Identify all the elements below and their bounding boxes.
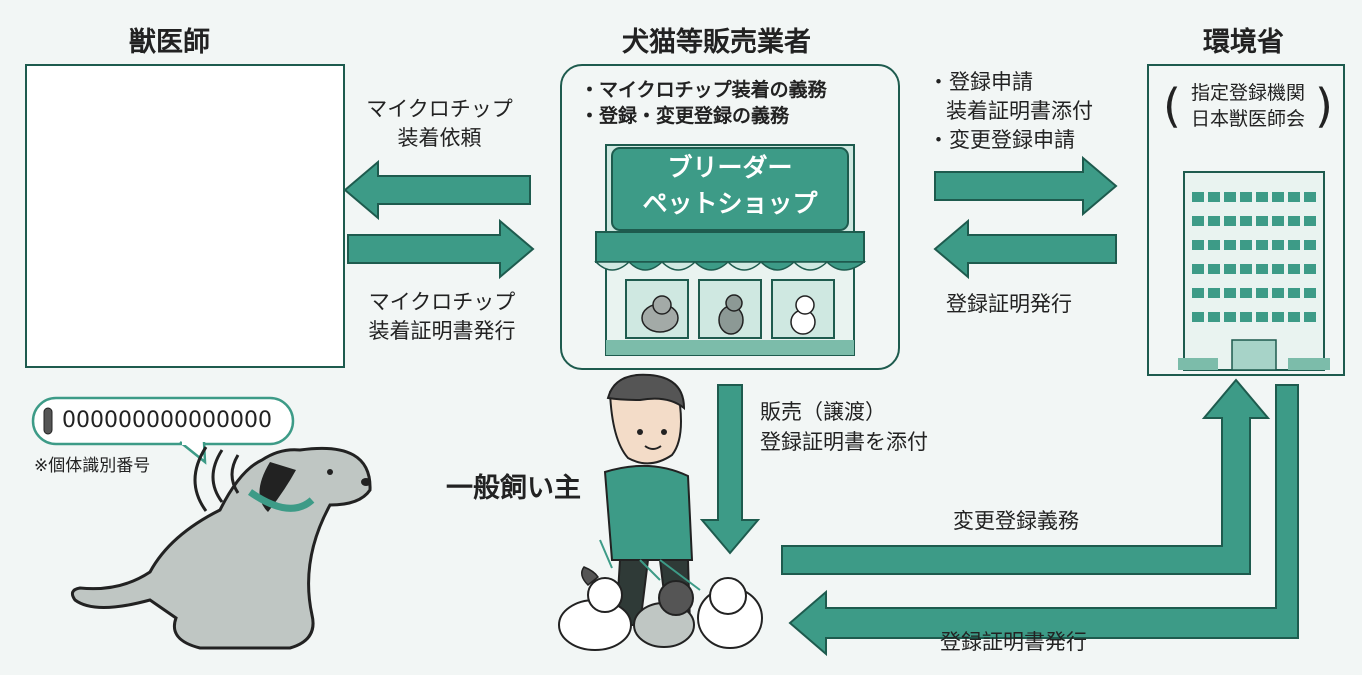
seller-title: 犬猫等販売業者 — [622, 27, 811, 58]
sale-label-2: 登録証明書を添付 — [760, 430, 928, 454]
sitting-dog-illustration — [70, 446, 372, 650]
ministry-title: 環境省 — [1203, 27, 1284, 58]
reg-cert-issue-label: 登録証明書発行 — [940, 630, 1087, 654]
request-label-2: 装着依頼 — [397, 126, 482, 150]
owner-title: 一般飼い主 — [446, 473, 581, 504]
chip-speech-bubble — [31, 396, 295, 465]
reg-cert-label: 登録証明発行 — [946, 292, 1072, 316]
ministry-box — [1147, 64, 1345, 376]
arrow-apply-right — [934, 155, 1118, 217]
left-paren: ( — [1163, 79, 1181, 133]
chip-number: 000000000000000 — [62, 408, 272, 433]
chip-note: ※個体識別番号 — [34, 456, 151, 476]
seller-box — [560, 64, 900, 370]
arrow-sale-down — [699, 384, 761, 555]
shop-sign-line-2: ペットショップ — [642, 189, 818, 218]
ministry-agency: 指定登録機関 日本獣医師会 ( ) — [1163, 80, 1333, 140]
agency-line-1: 指定登録機関 — [1190, 82, 1305, 104]
arrow-request-left — [343, 159, 531, 221]
cert-label-1: マイクロチップ — [368, 290, 516, 314]
vet-box — [25, 64, 345, 368]
shop-illustration — [594, 144, 867, 356]
small-dogs-illustration — [558, 539, 763, 651]
change-duty-label: 変更登録義務 — [953, 509, 1079, 533]
sale-label-1: 販売（譲渡） — [760, 400, 886, 424]
seller-duty-2: ・登録・変更登録の義務 — [580, 105, 790, 127]
arrow-cert-right — [347, 218, 535, 280]
arrow-regcert-issue — [788, 384, 1299, 657]
shop-sign: ブリーダー ペットショップ — [622, 150, 838, 228]
cert-label-2: 装着証明書発行 — [368, 319, 516, 343]
apply-label-1: ・登録申請 — [928, 70, 1033, 94]
shop-sign-line-1: ブリーダー — [667, 153, 793, 182]
vet-title: 獣医師 — [129, 27, 210, 58]
request-label-1: マイクロチップ — [366, 97, 513, 121]
seller-duty-1: ・マイクロチップ装着の義務 — [580, 79, 827, 101]
arrow-regcert-left — [933, 218, 1117, 280]
arrow-change-duty — [781, 378, 1271, 575]
right-paren: ) — [1315, 79, 1333, 133]
agency-line-2: 日本獣医師会 — [1190, 108, 1305, 130]
apply-label-2: 装着証明書添付 — [946, 99, 1093, 123]
ministry-building-illustration — [1178, 171, 1330, 371]
apply-label-3: ・変更登録申請 — [928, 128, 1075, 152]
